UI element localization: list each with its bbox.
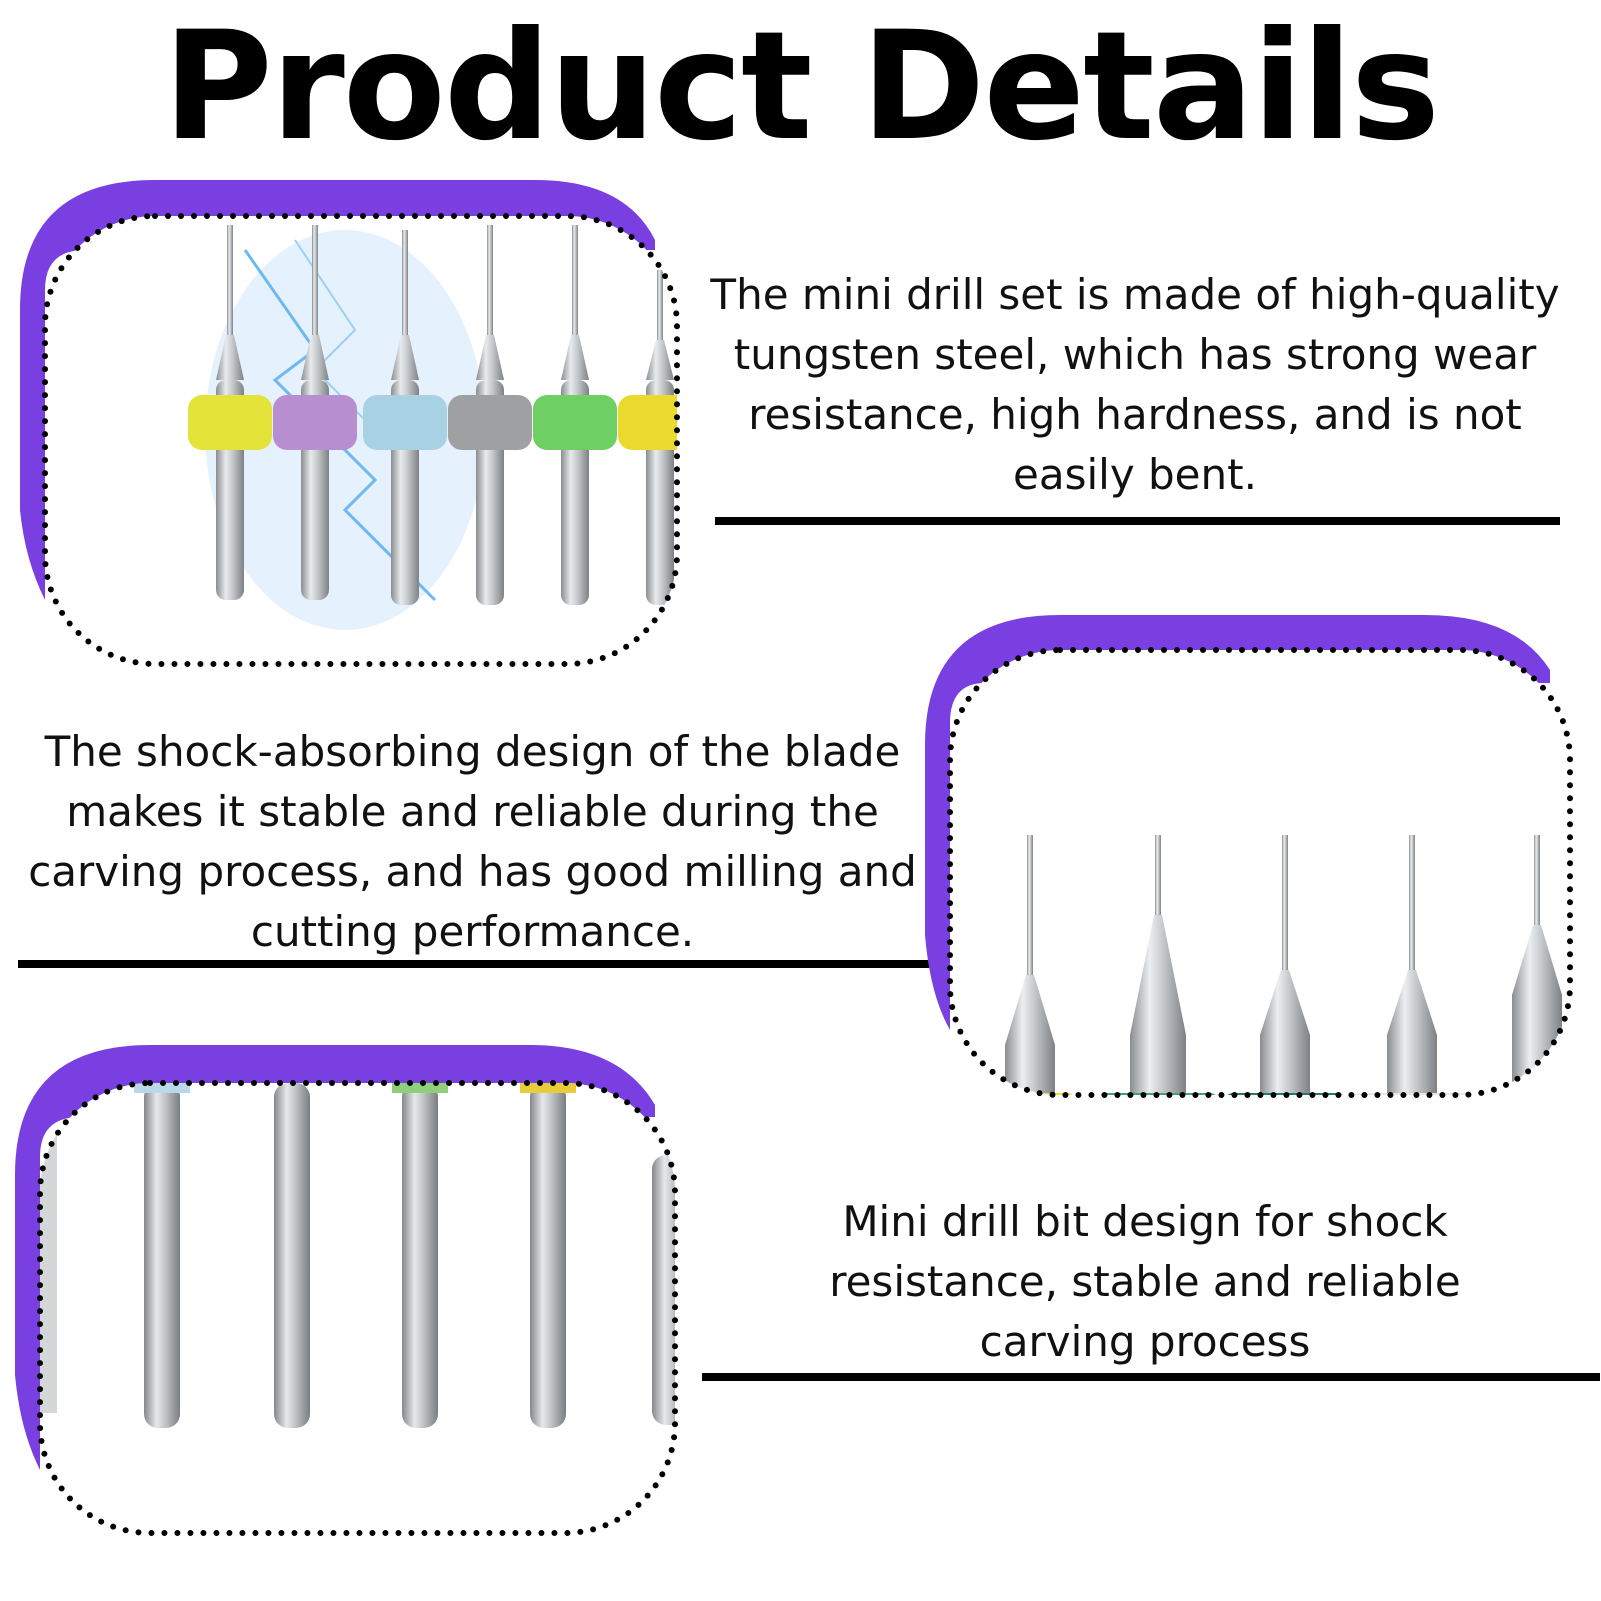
page-title: Product Details — [162, 0, 1440, 174]
dotted-border — [42, 213, 680, 667]
dotted-border — [37, 1080, 678, 1536]
feature-caption-1: The mini drill set is made of high-quali… — [710, 270, 1560, 499]
divider-line-3 — [702, 1373, 1600, 1381]
drill-tips-illustration — [925, 615, 1573, 1098]
feature-caption-2: The shock-absorbing design of the blade … — [28, 727, 917, 956]
divider-line-2 — [18, 960, 930, 968]
drill-set-illustration — [20, 180, 680, 667]
feature-caption-3: Mini drill bit design for shock resistan… — [829, 1197, 1461, 1366]
product-photo-drill-tips — [925, 615, 1601, 1115]
product-photo-drill-set — [15, 180, 695, 685]
divider-line-1 — [715, 517, 1560, 525]
dotted-border — [947, 647, 1573, 1098]
drill-shanks-illustration — [15, 1045, 678, 1536]
drill-bits — [188, 225, 677, 605]
product-photo-drill-shanks — [10, 1045, 690, 1555]
